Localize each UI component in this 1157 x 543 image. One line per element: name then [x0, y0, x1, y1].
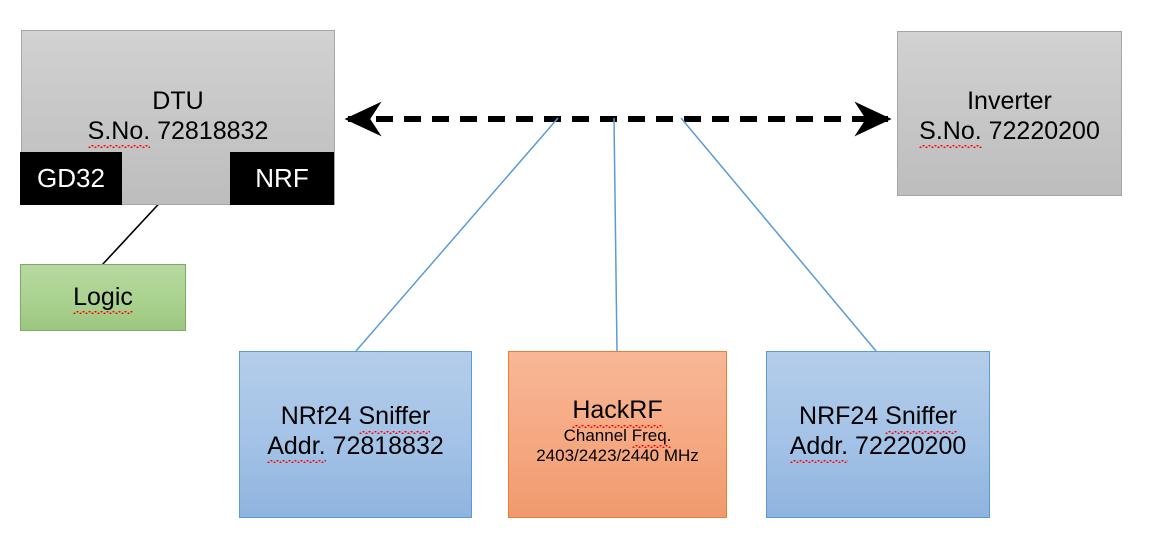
- sniffer-right-title: NRF24 Sniffer: [799, 402, 957, 433]
- dtu-serial-value: 72818832: [150, 116, 269, 145]
- inverter-serial-label: S.No.: [919, 116, 982, 148]
- node-inverter[interactable]: Inverter S.No. 72220200: [897, 31, 1122, 196]
- dtu-title: DTU: [152, 87, 204, 115]
- hackrf-title: HackRF: [572, 396, 663, 427]
- inverter-title: Inverter: [967, 87, 1052, 115]
- gd32-label: GD32: [37, 163, 105, 194]
- node-sniffer-right[interactable]: NRF24 Sniffer Addr. 72220200: [766, 351, 990, 518]
- node-gd32[interactable]: GD32: [20, 152, 122, 205]
- inverter-serial: S.No. 72220200: [919, 116, 1100, 148]
- hackrf-channel-label: Channel Freq.: [563, 425, 672, 448]
- dtu-serial-label: S.No.: [87, 116, 151, 148]
- sniffer-left-title: NRf24 Sniffer: [280, 402, 431, 433]
- tap-line-sniffer-left: [355, 117, 559, 352]
- node-nrf[interactable]: NRF: [230, 152, 334, 205]
- tap-line-hackrf: [613, 117, 618, 352]
- sniffer-left-addr: Addr. 72818832: [267, 431, 444, 463]
- nrf-label: NRF: [255, 163, 309, 194]
- tap-line-sniffer-right: [680, 117, 877, 352]
- node-sniffer-left[interactable]: NRf24 Sniffer Addr. 72818832: [239, 351, 472, 518]
- hackrf-channel-values: 2403/2423/2440 MHz: [536, 445, 699, 465]
- node-logic-analyzer[interactable]: Logic: [20, 264, 186, 331]
- node-hackrf[interactable]: HackRF Channel Freq. 2403/2423/2440 MHz: [508, 351, 727, 518]
- sniffer-right-addr: Addr. 72220200: [789, 431, 967, 463]
- dtu-serial: S.No. 72818832: [87, 116, 269, 148]
- logic-label: Logic: [73, 282, 133, 314]
- inverter-serial-value: 72220200: [981, 116, 1100, 145]
